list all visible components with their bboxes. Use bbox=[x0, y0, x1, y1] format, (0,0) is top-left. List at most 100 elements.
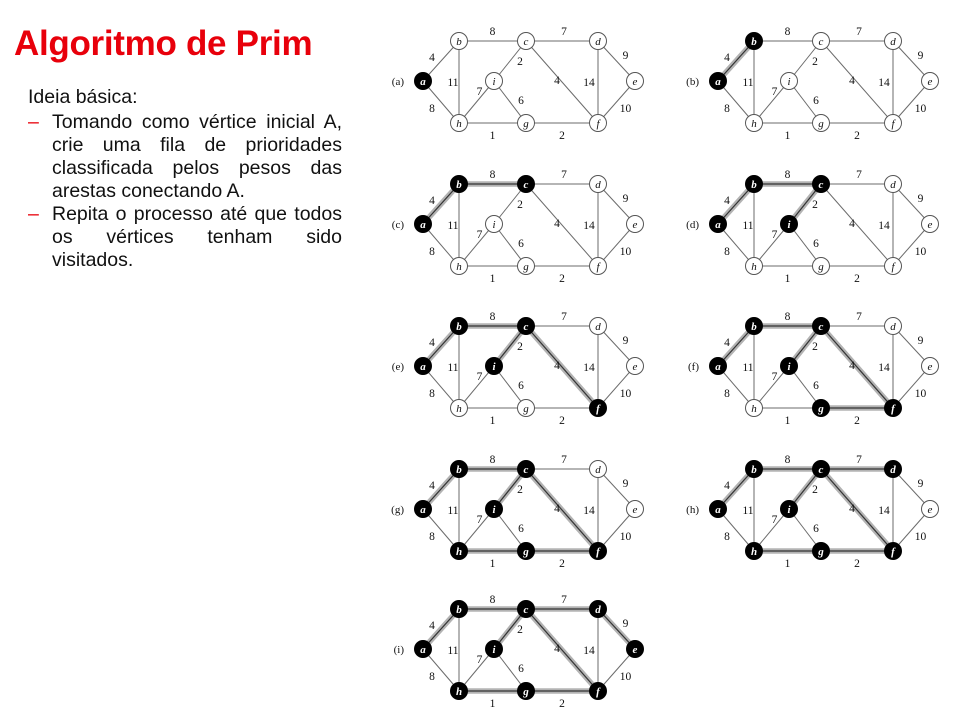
vertex-label: e bbox=[633, 219, 638, 231]
edge-weight-label: 8 bbox=[490, 594, 496, 606]
vertex-node bbox=[517, 460, 535, 478]
graph-edge bbox=[422, 80, 460, 124]
edge-weight-label: 9 bbox=[623, 618, 629, 630]
edge-weight-label: 10 bbox=[915, 103, 927, 115]
vertex-node bbox=[517, 114, 535, 132]
edge-weight-label: 2 bbox=[517, 484, 523, 496]
page-title: Algoritmo de Prim bbox=[14, 24, 313, 63]
vertex-node bbox=[812, 175, 830, 193]
edge-weight-label: 7 bbox=[561, 454, 567, 466]
edge-weight-label: 8 bbox=[724, 531, 730, 543]
edge-weight-label: 2 bbox=[812, 341, 818, 353]
graph-edge bbox=[525, 608, 599, 692]
edge-weight-label: 6 bbox=[518, 663, 524, 675]
vertex-label: b bbox=[751, 36, 757, 48]
edge-weight-label: 8 bbox=[429, 671, 435, 683]
panel-label: (e) bbox=[392, 361, 405, 373]
edge-weight-label: 14 bbox=[583, 505, 595, 517]
edge-weight-label: 8 bbox=[724, 103, 730, 115]
edge-weight-label: 9 bbox=[623, 478, 629, 490]
edge-weight-label: 14 bbox=[583, 645, 595, 657]
vertex-label: g bbox=[523, 403, 529, 415]
vertex-label: c bbox=[819, 36, 824, 48]
vertex-node bbox=[485, 357, 503, 375]
edge-weight-label: 7 bbox=[772, 86, 778, 98]
edge-weight-label: 6 bbox=[518, 95, 524, 107]
graph-edge bbox=[892, 223, 931, 267]
vertex-node bbox=[626, 72, 644, 90]
vertex-label: g bbox=[817, 546, 824, 558]
edge-weight-label: 2 bbox=[559, 558, 565, 570]
edge-weight-label: 7 bbox=[856, 26, 862, 38]
graph-edge bbox=[753, 80, 790, 124]
vertex-node bbox=[812, 460, 830, 478]
edge-weight-label: 9 bbox=[918, 193, 924, 205]
graph-edge bbox=[422, 365, 460, 409]
bullet-list: – Tomando como vértice inicial A, crie u… bbox=[22, 111, 342, 272]
edge-weight-label: 9 bbox=[623, 50, 629, 62]
graph-edge bbox=[753, 508, 790, 552]
graph-edge bbox=[597, 223, 636, 267]
edge-weight-label: 1 bbox=[490, 273, 496, 285]
vertex-label: i bbox=[492, 76, 495, 88]
edge-weight-label: 6 bbox=[813, 380, 819, 392]
vertex-node bbox=[450, 257, 468, 275]
vertex-node bbox=[414, 357, 432, 375]
vertex-node bbox=[450, 600, 468, 618]
vertex-node bbox=[626, 357, 644, 375]
vertex-node bbox=[884, 542, 902, 560]
edge-weight-label: 1 bbox=[785, 558, 791, 570]
vertex-node bbox=[921, 215, 939, 233]
vertex-label: g bbox=[523, 261, 529, 273]
vertex-label: a bbox=[420, 219, 426, 231]
vertex-label: b bbox=[751, 179, 757, 191]
vertex-label: g bbox=[522, 686, 529, 698]
vertex-node bbox=[485, 215, 503, 233]
graph-edge bbox=[525, 325, 599, 409]
edge-weight-label: 11 bbox=[447, 220, 458, 232]
edge-weight-label: 4 bbox=[554, 643, 560, 655]
vertex-node bbox=[517, 175, 535, 193]
graph-edge bbox=[597, 468, 636, 510]
vertex-node bbox=[780, 500, 798, 518]
vertex-node bbox=[450, 542, 468, 560]
vertex-node bbox=[589, 600, 607, 618]
vertex-label: d bbox=[890, 36, 896, 48]
graph-edge bbox=[597, 365, 636, 409]
edge-weight-label: 1 bbox=[785, 415, 791, 427]
bullet-item: – Repita o processo até que todos os vér… bbox=[22, 203, 342, 272]
edge-weight-label: 8 bbox=[785, 26, 791, 38]
vertex-label: i bbox=[787, 504, 791, 516]
graph-edge bbox=[597, 325, 636, 367]
vertex-node bbox=[589, 460, 607, 478]
graph-edge bbox=[753, 365, 790, 409]
vertex-label: c bbox=[524, 321, 529, 333]
edge-weight-label: 10 bbox=[620, 531, 632, 543]
graph-edge bbox=[525, 468, 599, 552]
vertex-node bbox=[812, 32, 830, 50]
vertex-label: d bbox=[595, 321, 601, 333]
vertex-label: c bbox=[819, 321, 824, 333]
vertex-node bbox=[414, 500, 432, 518]
vertex-node bbox=[709, 500, 727, 518]
edge-weight-label: 2 bbox=[854, 130, 860, 142]
edge-weight-label: 8 bbox=[785, 311, 791, 323]
edge-weight-label: 7 bbox=[477, 514, 483, 526]
vertex-node bbox=[709, 357, 727, 375]
graph-edge bbox=[892, 508, 931, 552]
edge-weight-label: 2 bbox=[812, 484, 818, 496]
intro-text: Ideia básica: bbox=[28, 86, 138, 108]
edge-weight-label: 7 bbox=[772, 514, 778, 526]
vertex-node bbox=[517, 600, 535, 618]
vertex-node bbox=[884, 175, 902, 193]
vertex-node bbox=[745, 317, 763, 335]
edge-weight-label: 6 bbox=[518, 238, 524, 250]
graph-edge bbox=[458, 80, 495, 124]
edge-weight-label: 4 bbox=[724, 52, 730, 64]
vertex-node bbox=[517, 317, 535, 335]
vertex-node bbox=[780, 357, 798, 375]
edge-weight-label: 14 bbox=[878, 362, 890, 374]
vertex-label: h bbox=[751, 546, 757, 558]
